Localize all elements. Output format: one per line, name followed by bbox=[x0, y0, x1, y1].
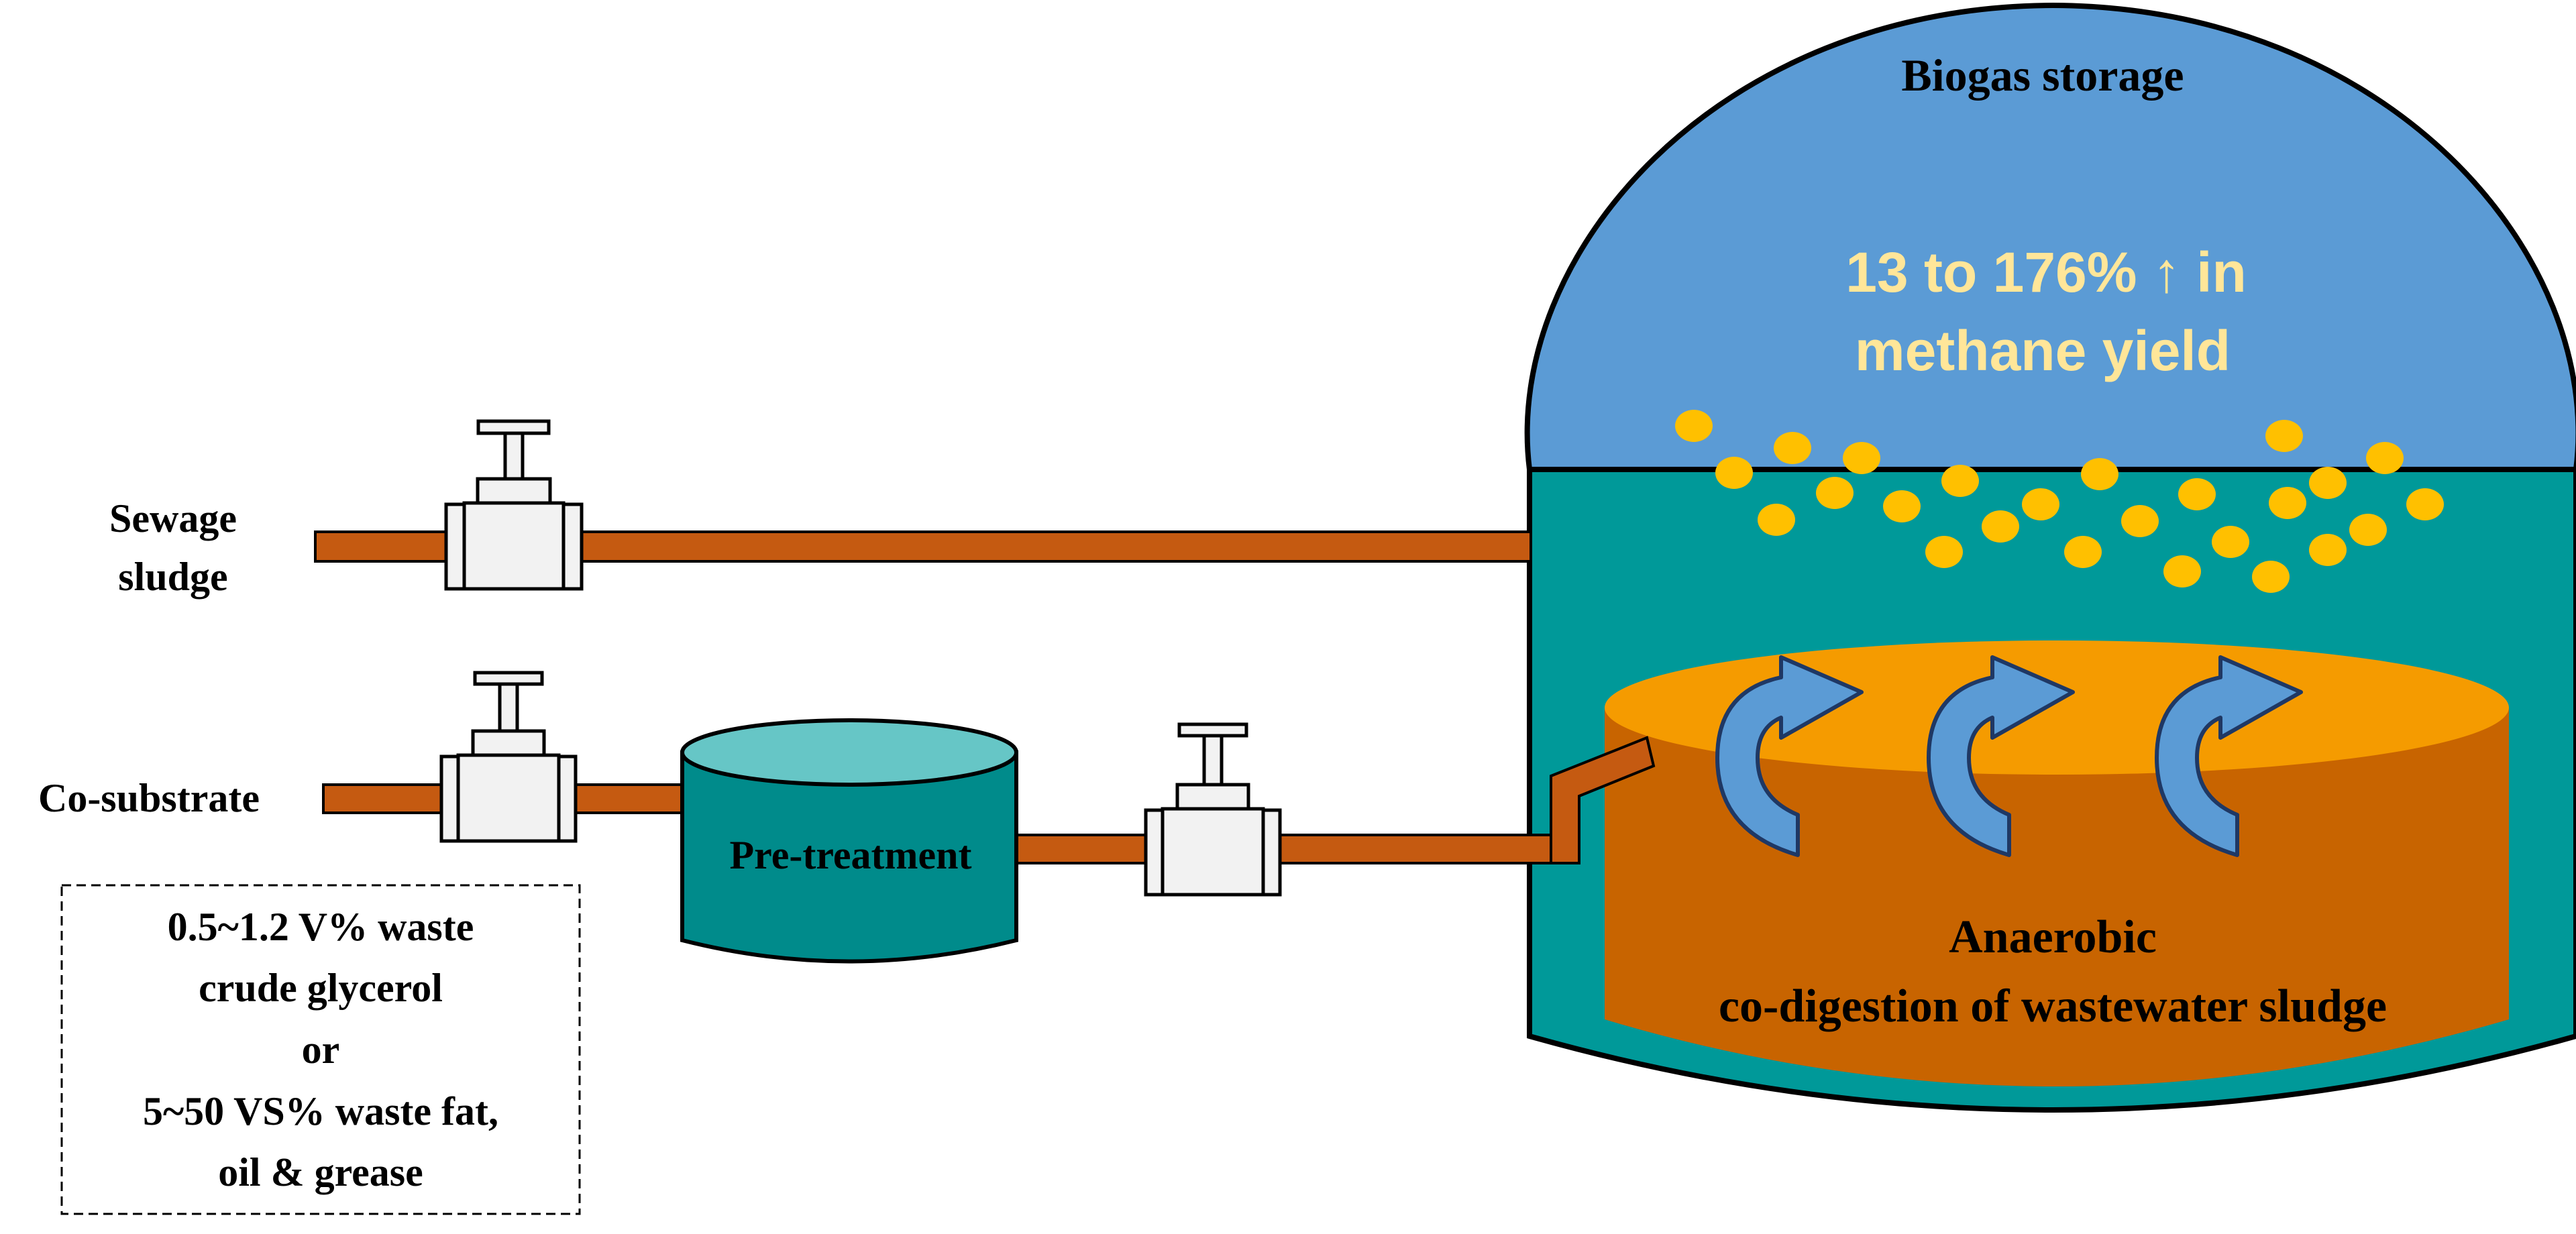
methane-yield-line1: 13 to 176% ↑ in bbox=[1845, 241, 2247, 304]
info-line-2: crude glycerol bbox=[199, 966, 443, 1010]
sewage-valve[interactable] bbox=[444, 419, 584, 591]
bubble bbox=[2178, 478, 2216, 510]
info-line-3: or bbox=[302, 1027, 340, 1072]
co-substrate-info-box bbox=[60, 884, 581, 1215]
bubble bbox=[1925, 536, 1963, 568]
valve-stem bbox=[503, 431, 525, 481]
digester-inlet-pipe bbox=[1550, 736, 1656, 864]
valve-body bbox=[462, 501, 566, 591]
valve-flange-left bbox=[439, 754, 460, 843]
pretreatment-tank-body bbox=[680, 750, 1018, 964]
bubble bbox=[1883, 490, 1921, 522]
circular-arrow-icon bbox=[1715, 655, 1864, 857]
mixing-arrows bbox=[1715, 655, 2303, 857]
bubble bbox=[2349, 514, 2387, 546]
bubble bbox=[2406, 488, 2444, 520]
methane-yield-line2: methane yield bbox=[1855, 319, 2231, 382]
bubble bbox=[1982, 510, 2019, 543]
bubble bbox=[1774, 432, 1811, 464]
biogas-storage-label: Biogas storage bbox=[1901, 50, 2184, 101]
bubble bbox=[2252, 561, 2290, 593]
bubble bbox=[2064, 536, 2102, 568]
pretreatment-outlet-pipe bbox=[1013, 834, 1579, 864]
bubble bbox=[2212, 526, 2249, 558]
bubble bbox=[1941, 465, 1979, 497]
valve-bonnet bbox=[476, 477, 552, 505]
bubble bbox=[2309, 467, 2347, 499]
pretreatment-tank-top bbox=[680, 718, 1018, 787]
bubble bbox=[2081, 458, 2118, 490]
info-line-5: oil & grease bbox=[218, 1150, 423, 1194]
digestion-label-line1: Anaerobic bbox=[1949, 911, 2157, 963]
bubble bbox=[2309, 534, 2347, 566]
bubble bbox=[2121, 505, 2159, 537]
sewage-sludge-label-line2: sludge bbox=[118, 555, 227, 599]
bubble bbox=[1715, 457, 1753, 489]
bubble bbox=[2269, 487, 2306, 519]
sludge-cylinder-top bbox=[1605, 640, 2509, 775]
biogas-storage-dome bbox=[1524, 2, 2576, 472]
valve-handwheel[interactable] bbox=[1177, 722, 1248, 738]
pretreatment-label: Pre-treatment bbox=[730, 833, 972, 877]
valve-flange-right bbox=[1261, 808, 1282, 897]
bubble bbox=[2265, 420, 2303, 452]
valve-stem bbox=[1202, 734, 1224, 787]
info-line-4: 5~50 VS% waste fat, bbox=[143, 1089, 498, 1133]
outlet-valve[interactable] bbox=[1144, 722, 1282, 897]
sludge-cylinder-side bbox=[1605, 708, 2509, 1086]
bubble bbox=[1758, 504, 1795, 536]
valve-flange-left bbox=[1144, 808, 1165, 897]
bubble bbox=[1843, 442, 1880, 474]
circular-arrow-icon bbox=[2155, 655, 2303, 857]
digestion-label-line2: co-digestion of wastewater sludge bbox=[1719, 980, 2387, 1032]
valve-bonnet bbox=[471, 729, 546, 757]
bubble bbox=[2022, 488, 2059, 520]
bubble bbox=[2163, 555, 2201, 587]
valve-flange-left bbox=[444, 502, 466, 591]
co-substrate-valve[interactable] bbox=[439, 671, 578, 843]
co-substrate-label: Co-substrate bbox=[38, 776, 260, 820]
valve-handwheel[interactable] bbox=[473, 671, 544, 686]
circular-arrow-icon bbox=[1927, 655, 2075, 857]
valve-bonnet bbox=[1175, 783, 1250, 811]
valve-body bbox=[1161, 807, 1265, 897]
sewage-sludge-label-line1: Sewage bbox=[109, 496, 237, 541]
bubble bbox=[1816, 477, 1854, 509]
bubble bbox=[1675, 410, 1713, 442]
biogas-bubbles bbox=[1675, 410, 2444, 593]
info-line-1: 0.5~1.2 V% waste bbox=[168, 905, 474, 949]
valve-stem bbox=[498, 682, 519, 733]
valve-flange-right bbox=[561, 502, 584, 591]
pretreatment-tank bbox=[680, 718, 1018, 964]
valve-body bbox=[456, 753, 561, 843]
valve-handwheel[interactable] bbox=[476, 419, 551, 435]
valve-flange-right bbox=[557, 754, 578, 843]
bubble bbox=[2366, 442, 2404, 474]
